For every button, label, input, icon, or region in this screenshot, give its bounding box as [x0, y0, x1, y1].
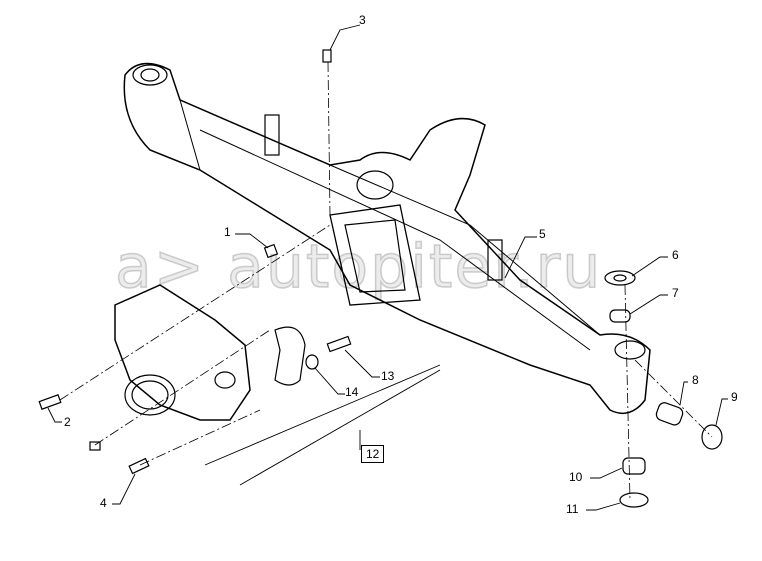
part-14 — [305, 354, 319, 370]
part-10 — [622, 457, 646, 475]
callout-11: 11 — [566, 502, 579, 516]
part-2b — [89, 441, 101, 451]
callout-3: 3 — [359, 13, 366, 27]
part-9 — [701, 424, 723, 450]
part-6 — [604, 270, 636, 286]
callout-8: 8 — [692, 373, 699, 387]
callout-5: 5 — [539, 227, 546, 241]
part-11 — [619, 492, 649, 508]
axle-beam — [123, 62, 651, 415]
part-4 — [128, 457, 150, 475]
callout-12-box: 12 — [361, 445, 385, 463]
callout-4: 4 — [100, 496, 107, 510]
part-7 — [609, 309, 631, 323]
callout-9: 9 — [731, 390, 738, 404]
knuckle-housing — [114, 284, 251, 421]
part-8 — [655, 402, 684, 426]
callout-10: 10 — [569, 470, 583, 484]
part-2 — [38, 394, 62, 410]
callout-2: 2 — [64, 415, 71, 429]
callout-14: 14 — [345, 385, 359, 399]
callout-13: 13 — [381, 369, 395, 383]
callout-1: 1 — [224, 225, 231, 239]
part-13 — [326, 335, 352, 353]
callout-7: 7 — [672, 286, 679, 300]
clamp — [274, 326, 306, 386]
callout-6: 6 — [672, 248, 679, 262]
part-1 — [263, 243, 279, 259]
part-3 — [322, 49, 332, 63]
